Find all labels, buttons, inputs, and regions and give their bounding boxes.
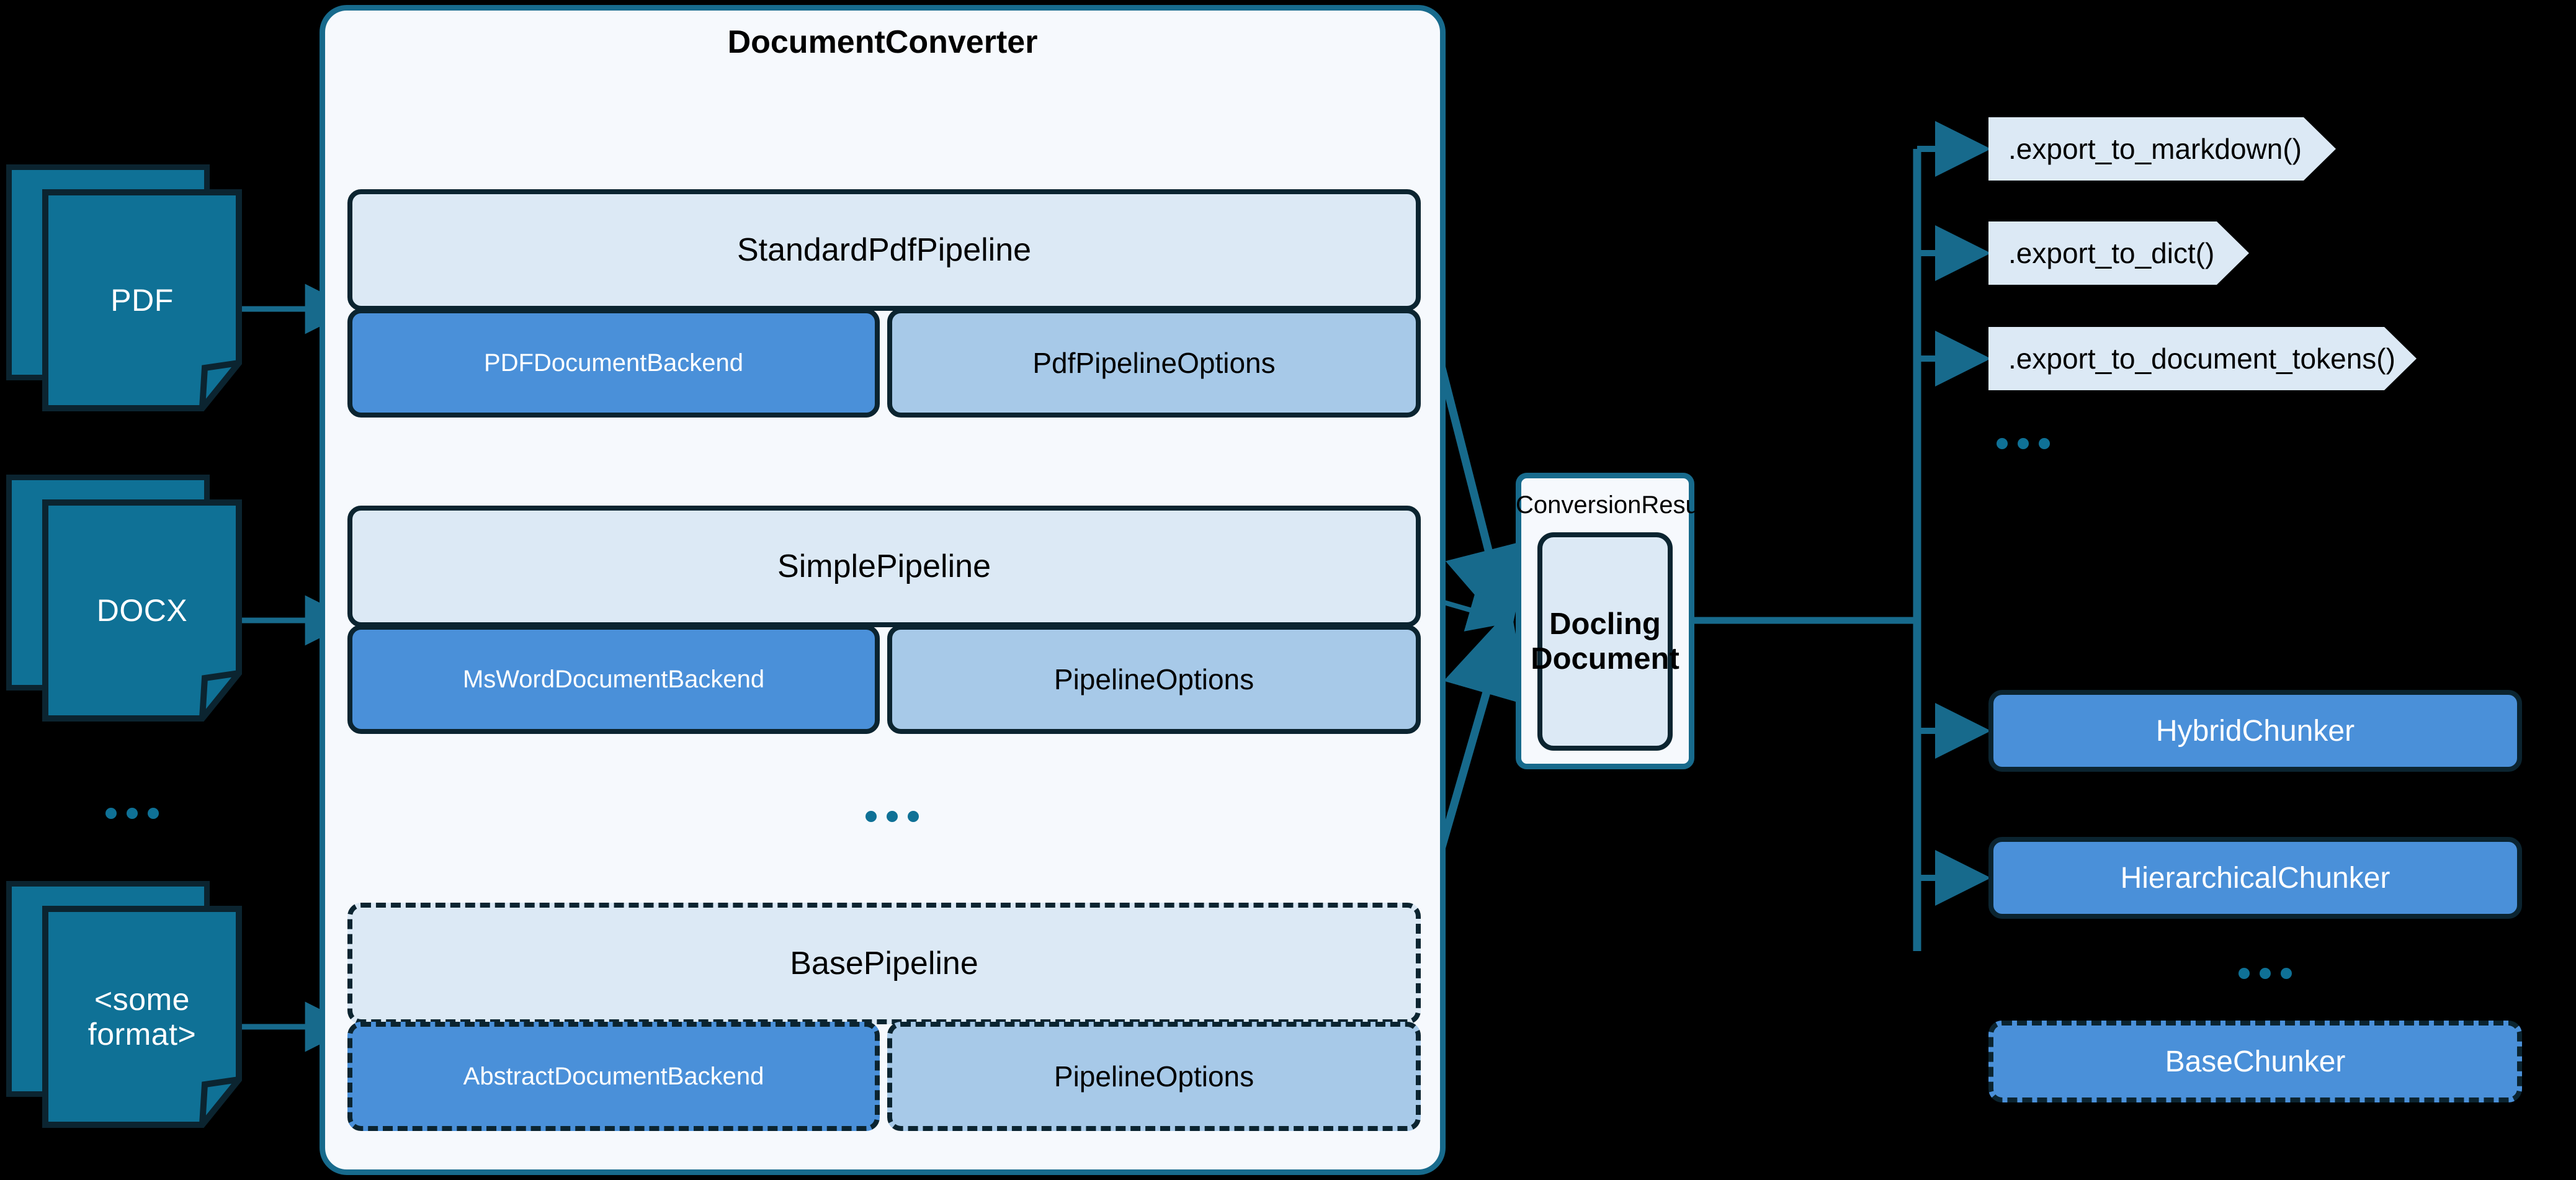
chunker-hybrid[interactable]: HybridChunker — [1988, 690, 2522, 772]
input-document-pdf[interactable]: PDF — [6, 164, 248, 413]
pipeline-options: PipelineOptions — [887, 1022, 1421, 1131]
chunker-label: BaseChunker — [2165, 1045, 2346, 1078]
pipeline-backend: MsWordDocumentBackend — [347, 625, 880, 734]
document-front-sheet — [42, 499, 242, 722]
input-document-docx[interactable]: DOCX — [6, 475, 248, 723]
export-chevron-markdown[interactable]: .export_to_markdown() — [1988, 117, 2336, 181]
chunker-base[interactable]: BaseChunker — [1988, 1021, 2522, 1102]
pipeline-options: PipelineOptions — [887, 625, 1421, 734]
chunker-hierarchical[interactable]: HierarchicalChunker — [1988, 837, 2522, 919]
chunker-label: HybridChunker — [2155, 714, 2355, 748]
pipeline-group-standard-pdf[interactable]: StandardPdfPipeline PDFDocumentBackend P… — [347, 189, 1421, 418]
pipeline-group-simple[interactable]: SimplePipeline MsWordDocumentBackend Pip… — [347, 506, 1421, 734]
chunker-label: HierarchicalChunker — [2120, 861, 2390, 895]
conversion-result-title: ConversionResult — [1516, 491, 1712, 519]
export-chevron-document-tokens[interactable]: .export_to_document_tokens() — [1988, 327, 2417, 390]
export-label: .export_to_dict() — [2008, 237, 2215, 269]
pipeline-more-ellipsis — [865, 811, 919, 822]
document-label: PDF — [110, 283, 174, 318]
page-title: DocumentConverter — [727, 24, 1038, 60]
pipeline-header: BasePipeline — [347, 903, 1421, 1024]
docling-document-node[interactable]: Docling Document — [1531, 532, 1679, 751]
document-front-sheet — [42, 906, 242, 1128]
export-more-ellipsis — [1997, 438, 2050, 449]
input-document-other-format[interactable]: <some format> — [6, 881, 248, 1129]
pipeline-options: PdfPipelineOptions — [887, 308, 1421, 418]
input-more-ellipsis — [105, 808, 159, 819]
document-label: DOCX — [96, 593, 188, 628]
pipeline-header: SimplePipeline — [347, 506, 1421, 627]
pipeline-group-base[interactable]: BasePipeline AbstractDocumentBackend Pip… — [347, 903, 1421, 1131]
export-label: .export_to_document_tokens() — [2008, 342, 2395, 375]
document-label: <some format> — [87, 982, 197, 1052]
pipeline-backend: AbstractDocumentBackend — [347, 1022, 880, 1131]
pipeline-header: StandardPdfPipeline — [347, 189, 1421, 311]
export-label: .export_to_markdown() — [2008, 133, 2302, 165]
export-chevron-dict[interactable]: .export_to_dict() — [1988, 221, 2249, 285]
document-front-sheet — [42, 189, 242, 411]
chunker-more-ellipsis — [2238, 968, 2292, 979]
pipeline-backend: PDFDocumentBackend — [347, 308, 880, 418]
